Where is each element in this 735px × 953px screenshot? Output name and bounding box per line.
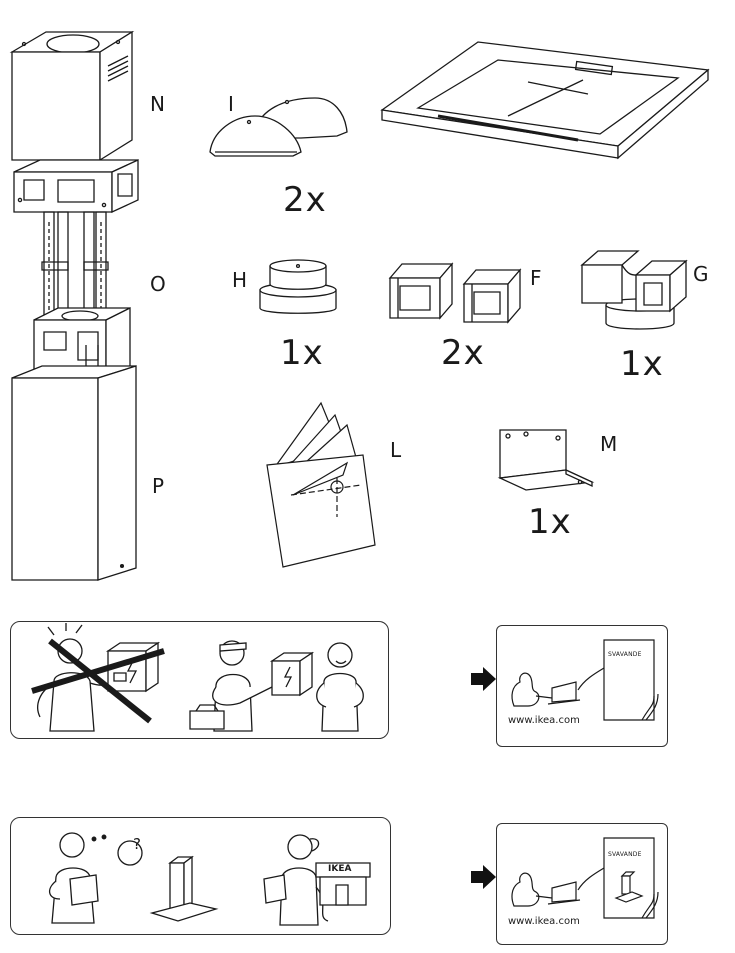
part-letter-h: H — [232, 268, 248, 292]
qty-h: 1x — [280, 333, 324, 373]
adapter-ring-icon — [258, 258, 338, 318]
question-mark-text: ? — [133, 835, 141, 853]
booklet-icon — [602, 636, 658, 724]
person-computer-icon — [508, 660, 598, 710]
booklet-title: SVAVANDE — [608, 651, 642, 658]
person-computer-icon — [508, 860, 598, 910]
part-letter-m: M — [600, 432, 618, 456]
half-cover-icon — [205, 90, 355, 170]
damper-icon — [578, 245, 688, 335]
part-letter-n: N — [150, 92, 165, 116]
chimney-upper-section-icon — [0, 0, 160, 590]
qty-g: 1x — [620, 344, 664, 384]
part-letter-g: G — [693, 262, 709, 286]
arrow-icon — [471, 865, 496, 889]
part-letter-p: P — [152, 474, 165, 498]
connector-icon — [388, 260, 528, 330]
website-url: www.ikea.com — [508, 916, 580, 927]
electrician-warning-icon — [10, 621, 388, 739]
part-letter-i: I — [228, 92, 234, 116]
bracket-icon — [496, 424, 596, 494]
part-letter-l: L — [390, 438, 402, 462]
help-icon — [10, 817, 390, 935]
part-letter-o: O — [150, 272, 166, 296]
arrow-icon — [471, 667, 496, 691]
website-url: www.ikea.com — [508, 715, 580, 726]
store-sign-text: IKEA — [328, 864, 352, 874]
manual-icon — [265, 395, 385, 570]
part-letter-f: F — [530, 266, 542, 290]
hood-icon — [378, 36, 718, 166]
booklet-icon — [602, 834, 658, 922]
qty-f: 2x — [441, 333, 485, 373]
qty-m: 1x — [528, 502, 572, 542]
qty-i: 2x — [283, 180, 327, 220]
booklet-title: SVAVANDE — [608, 851, 642, 858]
